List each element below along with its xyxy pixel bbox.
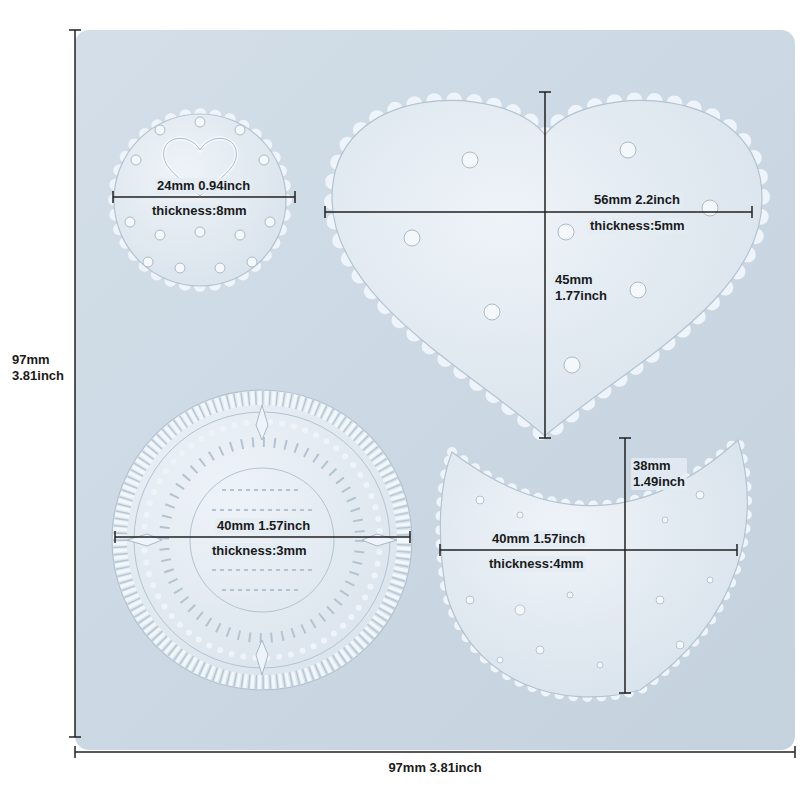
dot (125, 217, 135, 227)
cookie-outline (114, 114, 286, 286)
dimension-label: 40mm 1.57inch (490, 531, 587, 547)
dimension-line (69, 30, 81, 737)
hole (620, 142, 636, 158)
hole (558, 224, 574, 240)
hole (484, 304, 500, 320)
dot (235, 125, 245, 135)
dot (155, 230, 165, 240)
center-pattern (212, 490, 312, 590)
ridged-rim-shadow (120, 398, 404, 682)
sandwich-cookie-cavity (112, 390, 412, 690)
crumb-texture (466, 491, 713, 668)
crumb (597, 662, 603, 668)
dots (125, 117, 275, 273)
mold-body (75, 30, 795, 750)
dot (175, 263, 185, 273)
dimension-label: 97mm 3.81inch (10, 352, 66, 384)
dot (247, 257, 257, 267)
crumb (517, 512, 523, 518)
dimension-label: thickness:5mm (588, 218, 687, 234)
dot (155, 125, 165, 135)
hole (564, 357, 580, 373)
scallop-edge (332, 100, 762, 436)
crumb (515, 605, 525, 615)
dot (215, 263, 225, 273)
crumb (497, 657, 503, 663)
dimension-label: thickness:3mm (210, 543, 309, 559)
dimension-label: 38mm 1.49inch (631, 458, 687, 490)
crumb (567, 592, 573, 598)
scallop-edge (114, 114, 286, 286)
star-motifs (127, 405, 397, 675)
star-ring (164, 442, 360, 638)
dot (265, 217, 275, 227)
cookie-outline (112, 390, 412, 690)
heart-cookie-cavity (332, 100, 762, 436)
crumb (662, 517, 668, 523)
dot (259, 155, 269, 165)
bead-ring (144, 422, 380, 658)
dimension-label: 24mm 0.94inch (155, 178, 252, 194)
hole (404, 230, 420, 246)
crumb (466, 596, 474, 604)
bitten-cookie-cavity (440, 440, 747, 697)
dimension-line (75, 746, 795, 758)
dot (195, 117, 205, 127)
dimension-label: thickness:4mm (487, 556, 586, 572)
dimension-label: 97mm 3.81inch (386, 760, 483, 776)
heart-outline (332, 100, 762, 436)
crumb (707, 577, 713, 583)
crumb (536, 646, 544, 654)
crumb (476, 496, 484, 504)
center-ring (190, 468, 334, 612)
inner-ring (134, 412, 390, 668)
crumb (676, 641, 684, 649)
small-cookie-cavity (114, 114, 286, 286)
ridged-rim (120, 398, 404, 682)
dimension-line (440, 544, 737, 556)
hole (702, 200, 718, 216)
scallop-edge (440, 440, 747, 697)
dimension-line (619, 438, 631, 693)
dimension-label: 56mm 2.2inch (592, 192, 682, 208)
dimension-label: thickness:8mm (150, 203, 249, 219)
dot (195, 227, 205, 237)
hole (462, 152, 478, 168)
dot (131, 155, 141, 165)
dot (143, 257, 153, 267)
dimension-line (539, 92, 551, 438)
dimension-lines (69, 30, 795, 758)
crumb (656, 596, 664, 604)
hole (630, 282, 646, 298)
dimension-label: 40mm 1.57inch (215, 518, 312, 534)
dimension-line (325, 206, 752, 218)
docking-holes (404, 142, 718, 373)
dot (235, 230, 245, 240)
cookie-outline (440, 440, 747, 697)
dimension-label: 45mm 1.77inch (553, 272, 609, 304)
crumb (696, 491, 704, 499)
